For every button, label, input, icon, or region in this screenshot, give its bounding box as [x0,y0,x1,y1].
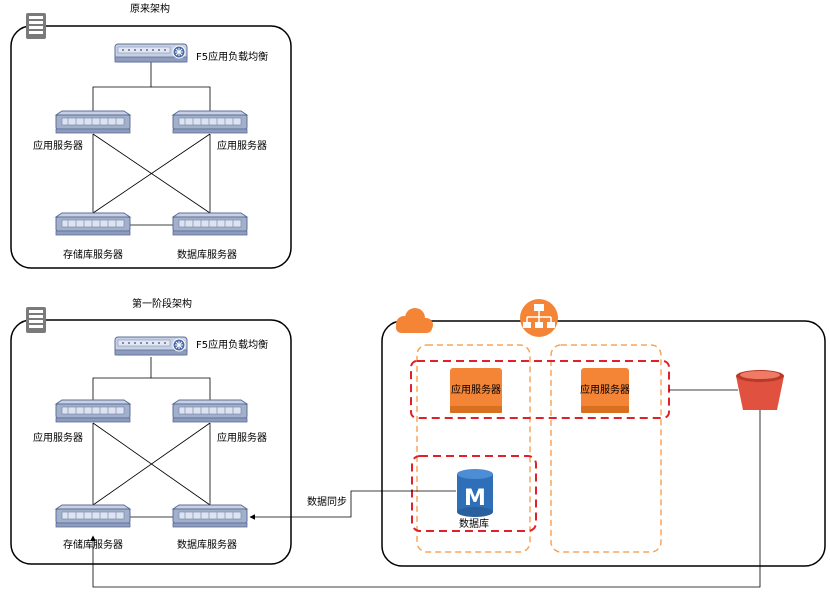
phase1-load-balancer-label: F5应用负载均衡 [196,338,268,351]
phase1-db-server-label: 数据库服务器 [177,538,237,551]
top-load-balancer-icon [114,43,188,63]
phase1-app-server-left-label: 应用服务器 [33,431,83,444]
cloud-app-server-b: 应用服务器 [580,368,630,413]
top-app-server-right-label: 应用服务器 [217,139,267,152]
cloud-database-label: 数据库 [459,517,489,530]
cloud-app-server-b-label: 应用服务器 [580,383,630,396]
top-architecture-title: 原来架构 [130,2,170,15]
top-db-server-label: 数据库服务器 [177,248,237,261]
phase1-storage-server-icon [55,504,131,528]
phase1-app-server-right-label: 应用服务器 [217,431,267,444]
elb-network-icon [520,299,558,337]
phase1-datacenter-icon [26,307,46,333]
top-architecture-frame [10,25,292,269]
phase1-app-server-right-icon [172,399,248,423]
top-app-server-left-label: 应用服务器 [33,139,83,152]
top-app-server-right-icon [172,110,248,134]
data-sync-label: 数据同步 [307,495,347,508]
cross-connections [90,389,761,588]
top-storage-server-icon [55,212,131,236]
phase1-architecture-group: 第一阶段架构 F5应用负载均衡 应用服务器 应用服务器 存储库服务器 数据库服务… [10,297,292,565]
cloud-icon [396,308,433,333]
auto-scaling-group [410,360,670,419]
cloud-architecture-group: 应用服务器 应用服务器 M 数据库 [381,299,826,567]
availability-zone-a [416,344,531,553]
database-glyph: M [464,486,486,511]
top-architecture-group: 原来架构 F5应用负载均衡 应用服务器 应用服务器 存储库服务器 数据库服务器 [10,2,292,269]
cloud-frame [381,320,826,567]
top-load-balancer-label: F5应用负载均衡 [196,50,268,63]
cloud-database-icon: M [457,469,493,517]
phase1-load-balancer-icon [114,336,188,356]
phase1-app-server-left-icon [55,399,131,423]
database-group [411,455,537,532]
top-db-server-icon [172,212,248,236]
availability-zone-b [550,344,662,553]
cloud-app-server-a: 应用服务器 [450,368,502,413]
phase1-architecture-frame [10,319,292,565]
top-datacenter-icon [26,13,46,39]
top-app-server-left-icon [55,110,131,134]
phase1-architecture-title: 第一阶段架构 [132,297,192,310]
cloud-app-server-a-label: 应用服务器 [451,383,501,396]
phase1-connection-lines [92,357,211,518]
top-storage-server-label: 存储库服务器 [63,248,123,261]
top-connection-lines [92,62,211,226]
phase1-db-server-icon [172,504,248,528]
storage-bucket-icon [736,370,784,410]
